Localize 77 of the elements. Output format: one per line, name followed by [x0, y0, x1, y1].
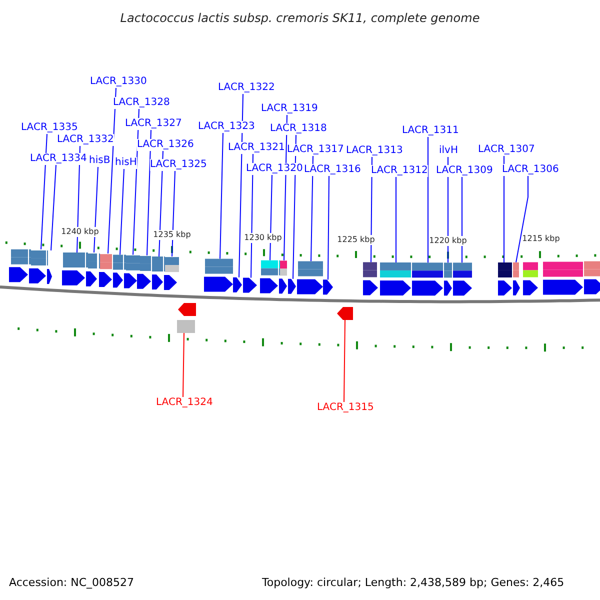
footer-text: Topology: circular; Length: 2,438,589 bp; Genes: 2,465: [262, 576, 564, 589]
gene-label: LACR_1321: [228, 142, 285, 154]
gene-label: LACR_1315: [317, 402, 374, 414]
leader-line: [108, 88, 116, 254]
gene-label: LACR_1322: [218, 82, 275, 94]
gene-feature: [99, 253, 112, 288]
gene-feature: [29, 249, 46, 284]
leader-line: [220, 132, 224, 260]
gene-feature: [513, 262, 520, 296]
gene-feature: [584, 261, 600, 294]
gene-label: LACR_1332: [57, 134, 114, 146]
tick-label: 1225 kbp: [337, 235, 375, 245]
gene-feature: [62, 252, 85, 286]
leader-line: [120, 168, 124, 256]
gene-feature: [363, 262, 378, 296]
gene-label: LACR_1330: [90, 76, 147, 88]
gene-label: LACR_1317: [287, 144, 344, 156]
footer-text: Accession: NC_008527: [9, 576, 134, 589]
gene-feature: [204, 258, 233, 292]
leader-line: [50, 164, 56, 251]
gene-feature: [279, 260, 287, 294]
gene-feature: [137, 255, 151, 289]
leader-line: [238, 94, 244, 278]
gene-feature: [297, 261, 323, 294]
gene-feature: [523, 262, 538, 296]
gene-label: LACR_1307: [478, 144, 535, 156]
gene-label: LACR_1335: [21, 122, 78, 134]
gene-label: LACR_1325: [150, 159, 207, 171]
tick-label: 1215 kbp: [522, 234, 560, 244]
leader-line: [172, 170, 176, 257]
leader-line: [146, 130, 152, 256]
gene-label: LACR_1328: [113, 97, 170, 109]
gene-label: LACR_1316: [304, 164, 361, 176]
leader-line: [182, 332, 184, 398]
gene-label: LACR_1309: [436, 165, 493, 177]
gene-feature: [444, 262, 452, 296]
gene-feature: [412, 262, 443, 296]
gene-label: LACR_1320: [246, 163, 303, 175]
gene-feature: [498, 262, 512, 296]
leader-line: [310, 156, 314, 262]
leader-line: [270, 174, 272, 261]
gene-label: hisH: [115, 157, 137, 169]
gene-feature: [9, 249, 28, 282]
tick-label: 1235 kbp: [153, 230, 191, 240]
gene-label: LACR_1313: [346, 145, 403, 157]
leader-line: [344, 320, 346, 402]
gene-feature: [177, 303, 196, 333]
gene-feature: [152, 256, 163, 290]
gene-feature: [113, 254, 123, 288]
gene-feature: [260, 260, 278, 294]
gene-label: LACR_1327: [125, 118, 182, 130]
title: Lactococcus lactis subsp. cremoris SK11, complete genome: [119, 11, 481, 25]
gene-feature: [337, 307, 353, 320]
leader-line: [40, 134, 48, 250]
gene-feature: [124, 254, 137, 288]
tick-label: 1240 kbp: [61, 227, 99, 237]
gene-feature: [543, 262, 583, 295]
gene-label: LACR_1334: [30, 153, 87, 165]
gene-label: LACR_1318: [270, 123, 327, 135]
gene-feature: [453, 262, 472, 296]
gene-feature: [380, 262, 411, 296]
gene-label: LACR_1312: [371, 165, 428, 177]
tick-label: 1230 kbp: [244, 233, 282, 243]
gene-label: LACR_1326: [137, 139, 194, 151]
gene-label: LACR_1319: [261, 103, 318, 115]
tick-label: 1220 kbp: [429, 236, 467, 246]
leader-line: [328, 176, 330, 280]
leader-line: [94, 166, 98, 253]
gene-feature: [86, 252, 97, 286]
gene-label: LACR_1306: [502, 164, 559, 176]
gene-feature: [47, 250, 52, 284]
gene-label: LACR_1324: [156, 397, 213, 409]
gene-label: LACR_1323: [198, 121, 255, 133]
leader-line: [516, 176, 528, 263]
gene-label: LACR_1311: [402, 125, 459, 137]
gene-feature: [243, 278, 257, 293]
gene-feature: [164, 256, 179, 290]
